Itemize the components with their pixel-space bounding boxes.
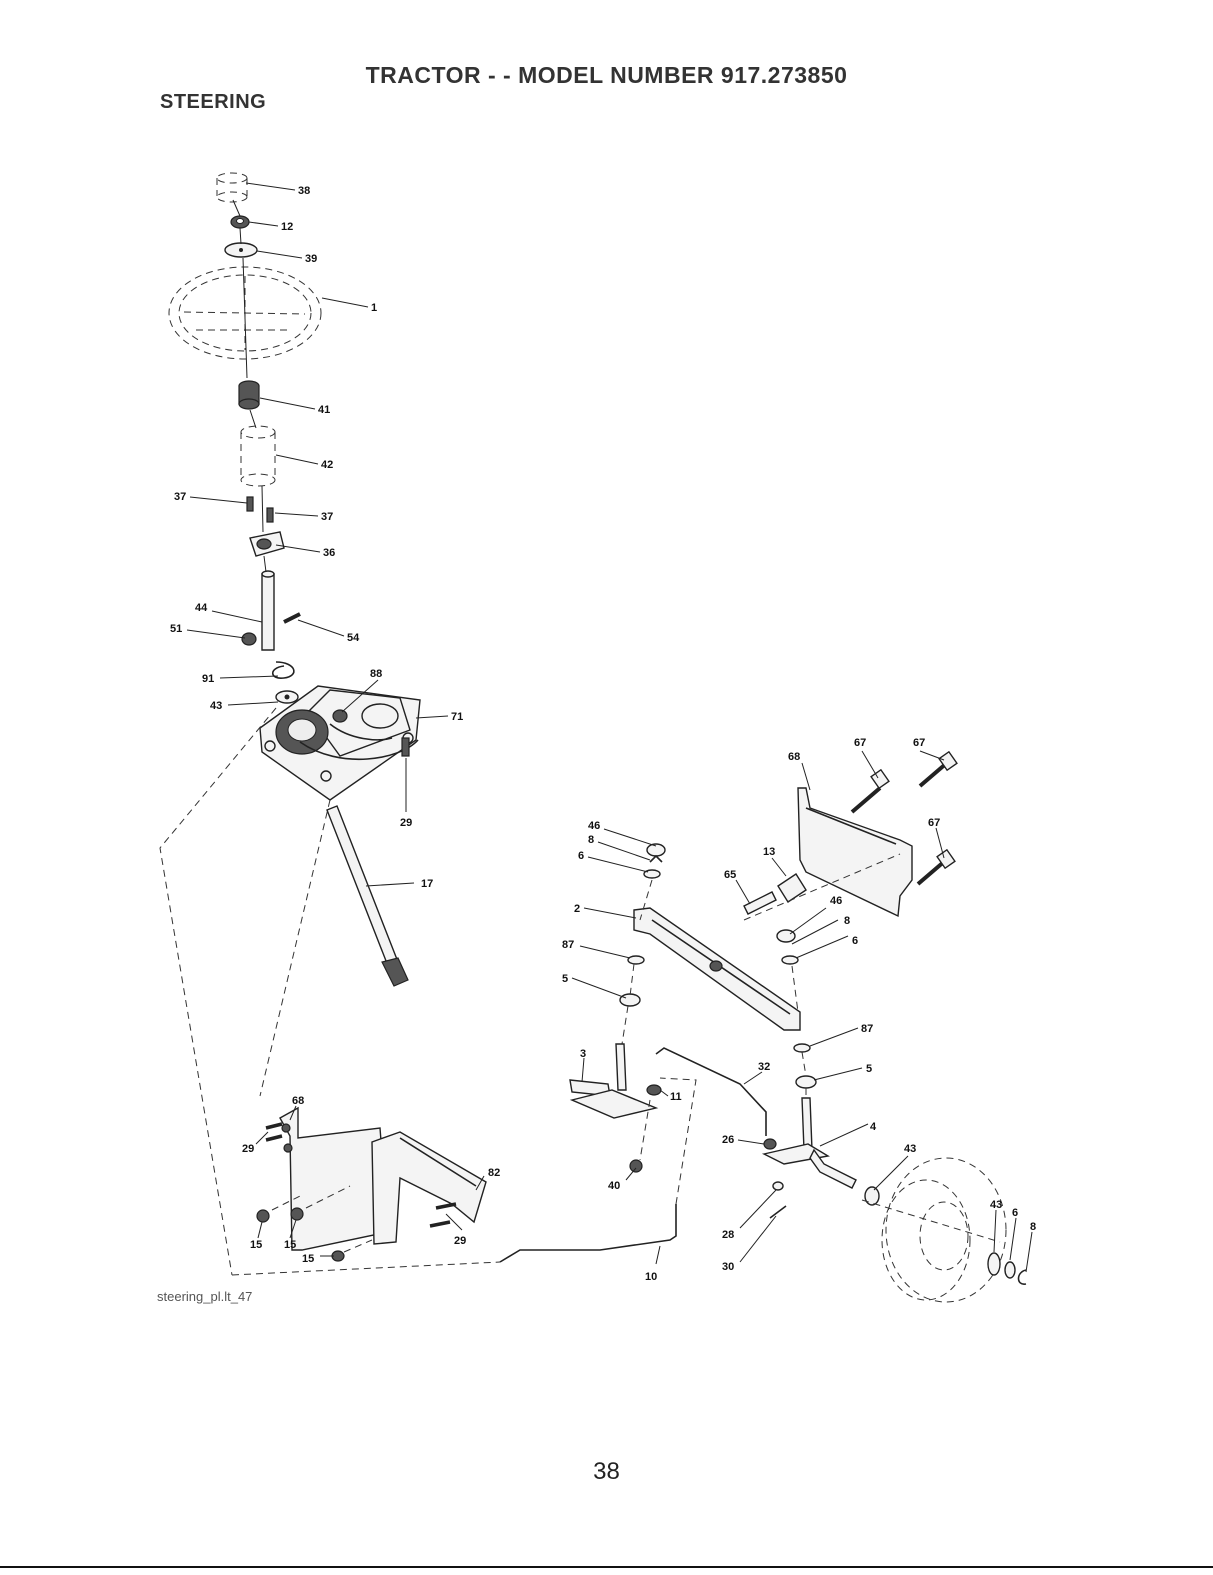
callout-label: 5 — [562, 973, 568, 985]
callout-label: 36 — [323, 547, 335, 559]
callout-label: 2 — [574, 903, 580, 915]
washer-part — [620, 994, 640, 1006]
callout-label: 10 — [645, 1271, 657, 1283]
callout-label: 8 — [844, 915, 850, 927]
left-mounting-bracket — [280, 1108, 486, 1250]
callout-label: 67 — [913, 737, 925, 749]
steering-column-parts — [169, 173, 321, 703]
callout-label: 67 — [928, 817, 940, 829]
washer-part — [1005, 1262, 1015, 1278]
right-spindle-part — [764, 1098, 856, 1188]
washer-part — [794, 1044, 810, 1052]
washer-part — [628, 956, 644, 964]
front-axle-part — [634, 908, 800, 1030]
bolt-part — [284, 614, 300, 622]
callout-label: 6 — [1012, 1207, 1018, 1219]
callout-label: 29 — [242, 1143, 254, 1155]
steering-shaft-part — [262, 571, 274, 650]
callout-label: 17 — [421, 878, 433, 890]
callout-label: 1 — [371, 302, 377, 314]
callout-label: 30 — [722, 1261, 734, 1273]
callout-label: 51 — [170, 623, 182, 635]
pinion-shaft-part — [327, 806, 408, 986]
callout-label: 82 — [488, 1167, 500, 1179]
nut-part — [291, 1208, 303, 1220]
spline-adapter-part — [239, 381, 259, 409]
nut-part — [257, 1210, 269, 1222]
callout-label: 28 — [722, 1229, 734, 1241]
callout-label: 91 — [202, 673, 214, 685]
callout-label: 37 — [174, 491, 186, 503]
callout-label: 39 — [305, 253, 317, 265]
callout-label: 26 — [722, 1134, 734, 1146]
callout-label: 29 — [400, 817, 412, 829]
callout-label: 44 — [195, 602, 208, 614]
callout-label: 15 — [302, 1253, 314, 1265]
hex-nut-part — [231, 216, 249, 228]
callout-label: 43 — [990, 1199, 1002, 1211]
front-wheel-part — [862, 1158, 1006, 1302]
callout-label: 38 — [298, 185, 310, 197]
callout-label: 4 — [870, 1121, 877, 1133]
nut-part — [630, 1160, 642, 1172]
nut-part — [764, 1139, 776, 1149]
callout-label: 3 — [580, 1048, 586, 1060]
washer-part — [782, 956, 798, 964]
callout-label: 42 — [321, 459, 333, 471]
callout-label: 8 — [588, 834, 594, 846]
washer-part — [988, 1253, 1000, 1275]
figure-caption: steering_pl.lt_47 — [157, 1289, 252, 1304]
spacer-part — [778, 874, 806, 902]
column-bushing-part — [241, 426, 275, 486]
callout-label: 15 — [284, 1239, 296, 1251]
callout-label: 13 — [763, 846, 775, 858]
callout-label: 41 — [318, 404, 330, 416]
callout-label: 32 — [758, 1061, 770, 1073]
retainer-clip-part — [1019, 1270, 1027, 1284]
callout-label: 5 — [866, 1063, 872, 1075]
callout-label: 54 — [347, 632, 360, 644]
callout-label: 43 — [210, 700, 222, 712]
callout-label: 46 — [588, 820, 600, 832]
washer-part — [865, 1187, 879, 1205]
callout-label: 65 — [724, 869, 736, 881]
page-number: 38 — [0, 1458, 1213, 1486]
callout-label: 87 — [861, 1023, 873, 1035]
washer-part — [773, 1182, 783, 1190]
callout-label: 29 — [454, 1235, 466, 1247]
callout-label: 68 — [788, 751, 800, 763]
callout-label: 46 — [830, 895, 842, 907]
callout-label: 40 — [608, 1180, 620, 1192]
bolt-part — [267, 508, 273, 522]
callout-label: 87 — [562, 939, 574, 951]
callout-label: 15 — [250, 1239, 262, 1251]
callout-label: 67 — [854, 737, 866, 749]
steering-cap-part — [217, 173, 247, 202]
washer-part — [225, 243, 257, 257]
callout-label: 71 — [451, 711, 463, 723]
bolt-part — [247, 497, 253, 511]
pin-part — [744, 892, 776, 914]
callout-label: 6 — [852, 935, 858, 947]
callout-label: 43 — [904, 1143, 916, 1155]
callout-label: 11 — [670, 1091, 682, 1103]
callout-label: 37 — [321, 511, 333, 523]
callout-label: 6 — [578, 850, 584, 862]
page-bottom-rule — [0, 1566, 1213, 1568]
callout-label: 8 — [1030, 1221, 1036, 1233]
drag-link-part — [500, 1204, 676, 1262]
callout-label: 88 — [370, 668, 382, 680]
callout-label: 68 — [292, 1095, 304, 1107]
bolt-part — [402, 738, 409, 756]
washer-part — [796, 1076, 816, 1088]
nut-part — [242, 633, 256, 645]
callout-label: 12 — [281, 221, 293, 233]
column-bracket-part — [250, 532, 284, 556]
